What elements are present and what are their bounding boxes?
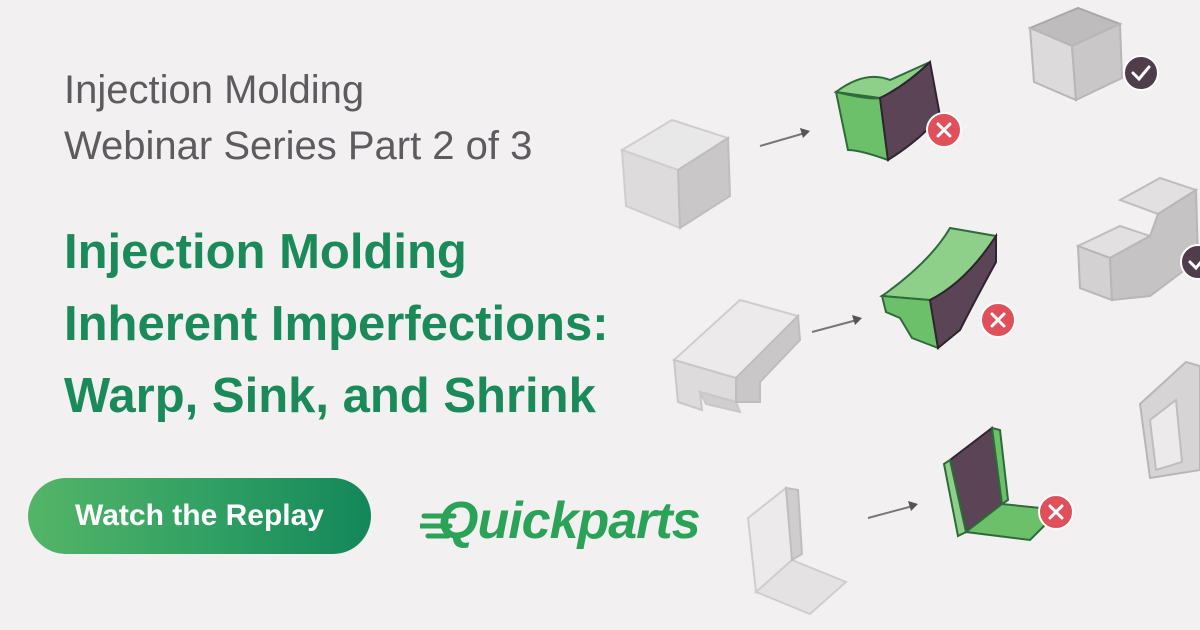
series-line-1: Injection Molding xyxy=(64,68,365,112)
speed-lines-icon xyxy=(420,513,457,539)
approve-icon xyxy=(1123,55,1159,91)
reject-icon xyxy=(1038,494,1074,530)
approve-icon xyxy=(1180,244,1200,280)
arrow-icon xyxy=(867,501,918,519)
warped-l-part xyxy=(942,426,1063,542)
warped-t-part xyxy=(879,226,998,350)
molding-defects-illustration xyxy=(619,6,1200,616)
series-line-2: Webinar Series Part 2 of 3 xyxy=(64,124,533,168)
gray-l-part xyxy=(746,486,848,616)
gray-stair-part xyxy=(1075,176,1200,302)
gray-hollow-box-part xyxy=(1027,6,1124,102)
logo-wordmark: Quickparts xyxy=(438,492,701,550)
reject-icon xyxy=(980,302,1016,338)
gray-bracket-part xyxy=(1138,360,1200,480)
title-line-3: Warp, Sink, and Shrink xyxy=(64,369,596,423)
webinar-title: Injection Molding Inherent Imperfections… xyxy=(64,216,704,432)
series-subtitle: Injection Molding Webinar Series Part 2 … xyxy=(64,62,624,174)
title-line-1: Injection Molding xyxy=(64,225,467,279)
quickparts-logo: Quickparts xyxy=(420,488,720,558)
arrow-icon xyxy=(811,315,862,333)
reject-icon xyxy=(926,112,962,148)
title-line-2: Inherent Imperfections: xyxy=(64,297,609,351)
gray-t-part xyxy=(672,298,802,414)
watch-replay-button[interactable]: Watch the Replay xyxy=(28,478,371,554)
warped-cube-part xyxy=(833,59,942,162)
gray-cube-part xyxy=(619,118,732,230)
arrow-icon xyxy=(759,128,810,147)
